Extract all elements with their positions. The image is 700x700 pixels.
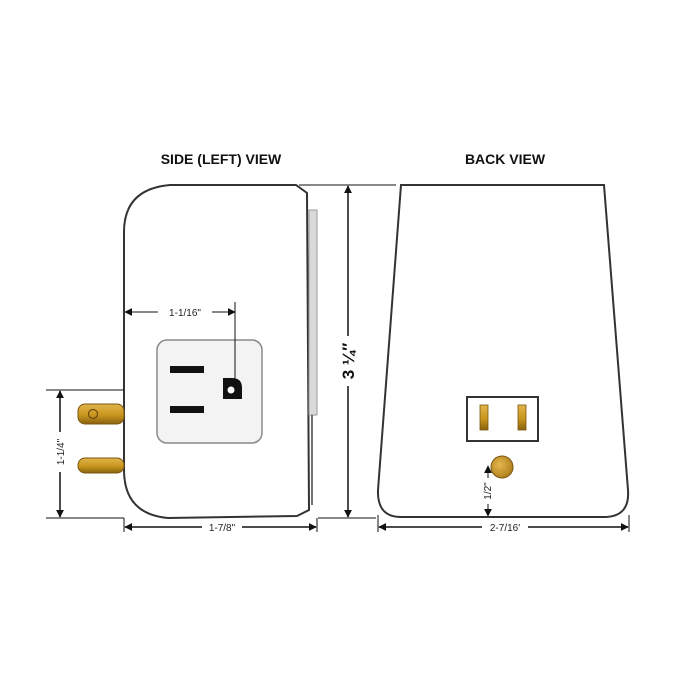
dim-ground-offset: 1/2" — [483, 482, 494, 500]
dim-height: 3 ¼″ — [339, 343, 358, 380]
outlet-slot-top — [170, 366, 204, 373]
dim-back-width: 2-7/16' — [490, 523, 520, 534]
back-view — [376, 184, 630, 518]
back-housing — [376, 184, 630, 518]
prong-top — [77, 403, 125, 425]
back-slot-right — [517, 404, 527, 431]
back-view-title: BACK VIEW — [465, 151, 546, 167]
back-slot-left — [479, 404, 489, 431]
outlet-slot-bottom — [170, 406, 204, 413]
prong-top-hole — [87, 408, 99, 420]
dim-prong-height: 1-1/4" — [56, 438, 67, 465]
side-view-title: SIDE (LEFT) VIEW — [161, 151, 282, 167]
side-outlet-plate — [156, 339, 263, 444]
dim-outlet-offset: 1-1/16" — [169, 308, 201, 319]
side-edge-strip — [308, 209, 318, 416]
dim-side-depth: 1-7/8" — [209, 523, 236, 534]
prong-bottom — [77, 457, 125, 474]
back-ground-pin — [490, 455, 514, 479]
back-outlet-box — [466, 396, 539, 442]
outlet-ground-dot — [227, 386, 235, 394]
side-view — [77, 184, 318, 520]
